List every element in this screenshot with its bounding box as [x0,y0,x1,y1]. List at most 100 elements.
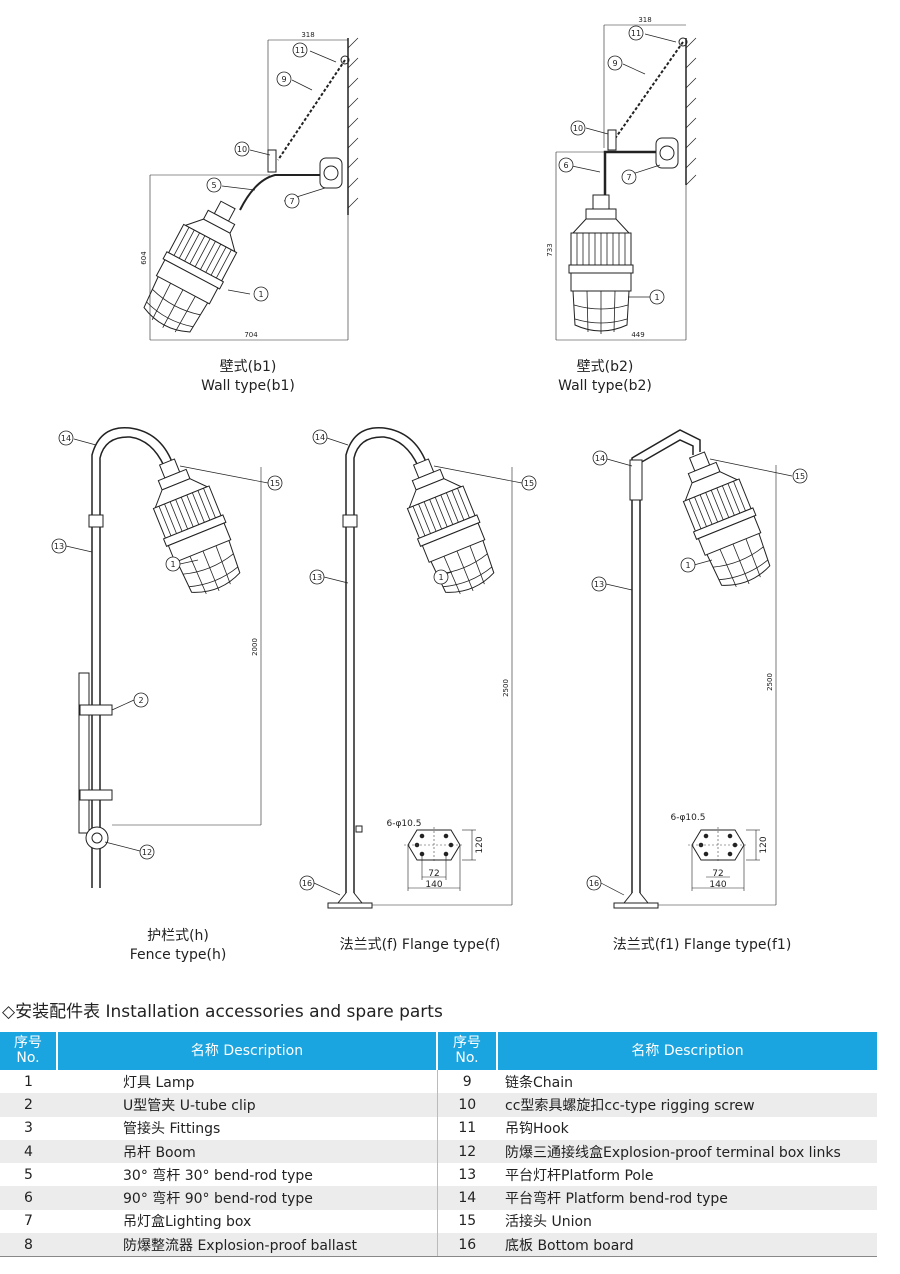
svg-text:1: 1 [438,573,443,582]
dim-h-height: 2000 [251,638,259,656]
header-desc-right: 名称 Description [497,1032,877,1070]
part-no: 1 [24,1073,33,1090]
part-no: 2 [0,1093,57,1117]
part-desc: 灯具 Lamp [123,1074,195,1091]
header-no-en: No. [16,1050,40,1066]
part-no: 3 [24,1120,33,1137]
part-no: 11 [436,1116,497,1140]
dim-f1-height: 2500 [766,673,774,691]
header-desc-left: 名称 Description [57,1032,438,1070]
svg-text:9: 9 [281,75,286,84]
dim-f-holes: 6-φ10.5 [387,819,422,829]
table-row: 6 90° 弯杆 90° bend-rod type 14 平台弯杆 Platf… [0,1186,877,1210]
section-title: ◇安装配件表 Installation accessories and spar… [2,1002,443,1022]
table-header-row: 序号 No. 名称 Description 序号 No. 名称 Descript… [0,1032,877,1070]
dim-f-d1: 120 [475,836,485,853]
part-no: 9 [436,1070,497,1094]
dim-f-d3: 140 [425,880,442,890]
dim-f-d2: 72 [428,869,439,879]
svg-text:13: 13 [54,542,64,551]
part-no: 5 [24,1166,33,1183]
caption-b2-en: Wall type(b2) [558,378,652,394]
svg-text:6: 6 [563,161,568,170]
part-no: 16 [436,1233,497,1258]
dim-b1-width: 704 [244,331,258,339]
part-no: 4 [0,1139,57,1164]
svg-text:7: 7 [289,197,294,206]
dim-b2-top: 318 [638,16,651,24]
svg-text:11: 11 [631,29,641,38]
part-no: 10 [436,1093,497,1117]
dim-b2-width: 449 [631,331,644,339]
part-desc: U型管夹 U-tube clip [57,1093,437,1117]
header-no-cn: 序号 [453,1035,481,1051]
parts-table: 序号 No. 名称 Description 序号 No. 名称 Descript… [0,1032,877,1258]
table-row: 4 吊杆 Boom 12 防爆三通接线盒Explosion-proof term… [0,1139,877,1164]
part-desc: 吊钩Hook [505,1121,569,1138]
svg-text:15: 15 [524,479,534,488]
caption-b2: 壁式(b2) Wall type(b2) [545,358,665,396]
part-no: 8 [0,1233,57,1258]
part-desc: 管接头 Fittings [123,1121,221,1138]
svg-text:5: 5 [211,181,216,190]
part-desc: 防爆三通接线盒Explosion-proof terminal box link… [497,1139,877,1164]
svg-text:12: 12 [142,848,152,857]
part-no: 13 [436,1163,497,1187]
svg-text:14: 14 [595,454,605,463]
caption-h-en: Fence type(h) [129,947,227,963]
svg-text:10: 10 [237,145,247,154]
table-row: 3 管接头 Fittings 11 吊钩Hook [0,1116,877,1140]
table-row: 8 防爆整流器 Explosion-proof ballast 16 底板 Bo… [0,1233,877,1258]
table-row: 7 吊灯盒Lighting box 15 活接头 Union [0,1209,877,1234]
dim-f1-d1: 120 [759,836,769,853]
part-no: 7 [24,1213,33,1230]
svg-text:15: 15 [270,479,280,488]
part-desc: 30° 弯杆 30° bend-rod type [123,1167,313,1184]
figure-b2 [555,24,697,341]
svg-text:16: 16 [302,879,312,888]
part-desc: 吊杆 Boom [57,1139,437,1164]
table-row: 1 灯具 Lamp 9 链条Chain [0,1070,877,1094]
header-no-left: 序号 No. [0,1032,58,1070]
header-no-cn: 序号 [14,1035,42,1051]
caption-b1: 壁式(b1) Wall type(b1) [188,358,308,396]
svg-text:2: 2 [138,696,143,705]
figure-f [327,427,513,909]
table-row: 2 U型管夹 U-tube clip 10 cc型索具螺旋扣cc-type ri… [0,1093,877,1117]
header-no-en: No. [455,1050,479,1066]
caption-b2-cn: 壁式(b2) [576,359,634,375]
part-no: 6 [0,1186,57,1210]
caption-b1-cn: 壁式(b1) [219,359,277,375]
figure-f1 [613,429,780,909]
svg-text:1: 1 [258,290,263,299]
table-row: 5 30° 弯杆 30° bend-rod type 13 平台灯杆Platfo… [0,1163,877,1187]
part-desc: 平台弯杆 Platform bend-rod type [497,1186,877,1210]
dim-f1-d3: 140 [709,880,726,890]
caption-f1: 法兰式(f1) Flange type(f1) [612,937,792,953]
figure-b1 [133,37,359,344]
part-no: 15 [436,1209,497,1234]
part-desc: 底板 Bottom board [497,1233,877,1258]
part-desc: 防爆整流器 Explosion-proof ballast [57,1233,437,1258]
dim-b1-top: 318 [301,31,314,39]
part-desc: 90° 弯杆 90° bend-rod type [57,1186,437,1210]
dim-b1-height: 604 [140,251,148,265]
part-desc: 活接头 Union [505,1214,592,1231]
svg-text:14: 14 [61,434,71,443]
part-desc: 平台灯杆Platform Pole [505,1167,654,1184]
svg-text:13: 13 [312,573,322,582]
part-desc: cc型索具螺旋扣cc-type rigging screw [497,1093,877,1117]
caption-b1-en: Wall type(b1) [201,378,295,394]
caption-h: 护栏式(h) Fence type(h) [118,927,238,965]
caption-h-cn: 护栏式(h) [147,928,209,944]
dim-b2-height: 733 [546,243,554,256]
svg-text:1: 1 [654,293,659,302]
svg-text:11: 11 [295,46,305,55]
svg-text:16: 16 [589,879,599,888]
svg-text:14: 14 [315,433,325,442]
figure-h [78,427,262,888]
part-no: 12 [436,1139,497,1164]
svg-text:1: 1 [170,560,175,569]
caption-f: 法兰式(f) Flange type(f) [339,937,501,953]
